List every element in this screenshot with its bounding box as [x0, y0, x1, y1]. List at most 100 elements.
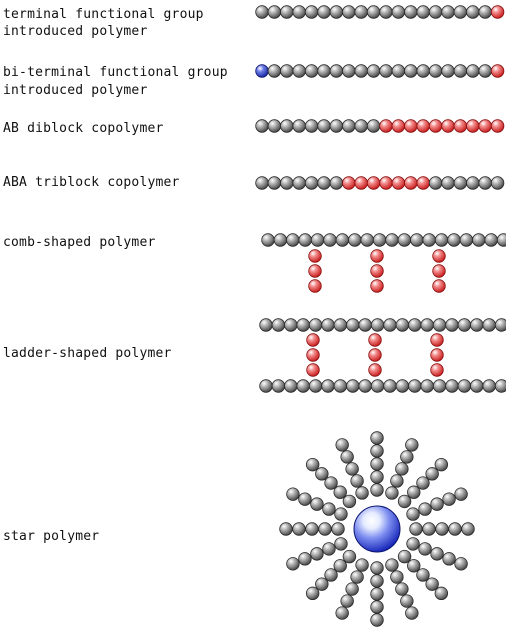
star-arm-bead — [310, 547, 324, 561]
backbone-bead — [273, 233, 288, 247]
backbone-bead — [445, 318, 459, 332]
star-arm-bead — [279, 522, 293, 536]
backbone-bead — [346, 318, 360, 332]
star-arm-bead — [400, 450, 414, 464]
monomer-bead — [453, 119, 468, 133]
backbone-bead — [370, 379, 385, 393]
star-arm-bead — [322, 502, 336, 516]
monomer-bead — [391, 5, 406, 19]
monomer-bead — [255, 176, 269, 190]
monomer-bead — [292, 176, 306, 190]
monomer-bead — [416, 119, 430, 133]
monomer-bead — [441, 64, 455, 78]
star-arm-bead — [407, 559, 421, 573]
monomer-bead — [366, 5, 381, 19]
star-arm-bead — [370, 444, 384, 458]
backbone-bead — [284, 318, 298, 332]
star-arm-bead — [286, 487, 300, 501]
backbone-bead — [408, 318, 422, 332]
rung-bead — [368, 348, 382, 362]
backbone-bead — [494, 379, 506, 393]
monomer-bead — [354, 64, 368, 78]
monomer-bead — [379, 64, 393, 78]
side-chain-bead — [432, 249, 446, 263]
monomer-bead — [304, 64, 319, 78]
monomer-bead — [280, 176, 294, 190]
star-arm-bead — [292, 522, 306, 536]
monomer-bead — [404, 64, 418, 78]
backbone-bead — [482, 318, 496, 332]
monomer-bead — [255, 119, 269, 133]
star-arm-bead — [416, 568, 430, 582]
monomer-bead — [466, 119, 480, 133]
monomer-bead — [317, 64, 331, 78]
star-arm-bead — [305, 457, 320, 472]
monomer-bead — [280, 119, 294, 133]
backbone-bead — [484, 233, 498, 247]
star-arm-bead — [322, 542, 336, 556]
star-arm-bead — [395, 462, 409, 476]
monomer-bead — [490, 64, 505, 78]
star-arm-bead — [430, 547, 444, 561]
label-terminal-line2: introduced polymer — [3, 24, 148, 39]
monomer-bead — [304, 119, 319, 133]
rung-bead — [306, 363, 320, 377]
star-arm-bead — [324, 476, 338, 490]
star-arm-bead — [350, 474, 364, 488]
star-arm-bead — [370, 561, 384, 575]
monomer-bead — [292, 5, 306, 19]
star-arm-bead — [318, 522, 332, 536]
star-arm-bead — [385, 486, 399, 500]
backbone-bead — [496, 233, 506, 247]
monomer-bead — [354, 119, 368, 133]
monomer-bead — [478, 64, 492, 78]
label-biterminal-line1: bi-terminal functional group — [3, 65, 228, 80]
backbone-bead — [432, 318, 447, 332]
monomer-bead — [404, 5, 418, 19]
star-arm-bead — [390, 474, 404, 488]
star-arm-bead — [435, 522, 449, 536]
monomer-bead — [329, 5, 344, 19]
monomer-bead — [478, 5, 492, 19]
monomer-bead — [317, 119, 331, 133]
star-arm-bead — [335, 606, 349, 620]
star-arm-bead — [370, 457, 384, 471]
side-chain-bead — [370, 279, 384, 293]
monomer-bead — [428, 5, 443, 19]
backbone-bead — [286, 233, 300, 247]
star-arm-bead — [425, 577, 439, 591]
monomer-bead — [317, 176, 331, 190]
backbone-bead — [346, 379, 360, 393]
star-arm-bead — [334, 507, 348, 521]
backbone-bead — [420, 379, 434, 393]
monomer-bead — [292, 64, 306, 78]
star-arm-bead — [333, 559, 347, 573]
star-arm-bead — [442, 492, 456, 506]
label-terminal-line1: terminal functional group — [3, 7, 204, 22]
monomer-bead — [404, 176, 418, 190]
backbone-bead — [470, 379, 484, 393]
star-arm-bead — [400, 594, 414, 608]
monomer-bead — [441, 5, 455, 19]
backbone-bead — [271, 318, 286, 332]
monomer-bead — [478, 176, 492, 190]
monomer-bead — [366, 64, 381, 78]
backbone-bead — [333, 318, 348, 332]
backbone-bead — [420, 318, 434, 332]
backbone-bead — [395, 379, 410, 393]
monomer-bead — [453, 64, 468, 78]
star-arm-bead — [390, 570, 404, 584]
star-arm-bead — [409, 522, 423, 536]
star-arm-bead — [442, 552, 456, 566]
monomer-bead — [490, 119, 505, 133]
monomer-bead — [466, 176, 480, 190]
monomer-bead — [428, 119, 443, 133]
rung-bead — [306, 348, 320, 362]
side-chain-bead — [370, 264, 384, 278]
backbone-bead — [410, 233, 424, 247]
monomer-bead — [317, 5, 331, 19]
monomer-bead — [304, 176, 319, 190]
star-arm-bead — [425, 467, 439, 481]
backbone-bead — [432, 379, 447, 393]
backbone-bead — [308, 318, 323, 332]
